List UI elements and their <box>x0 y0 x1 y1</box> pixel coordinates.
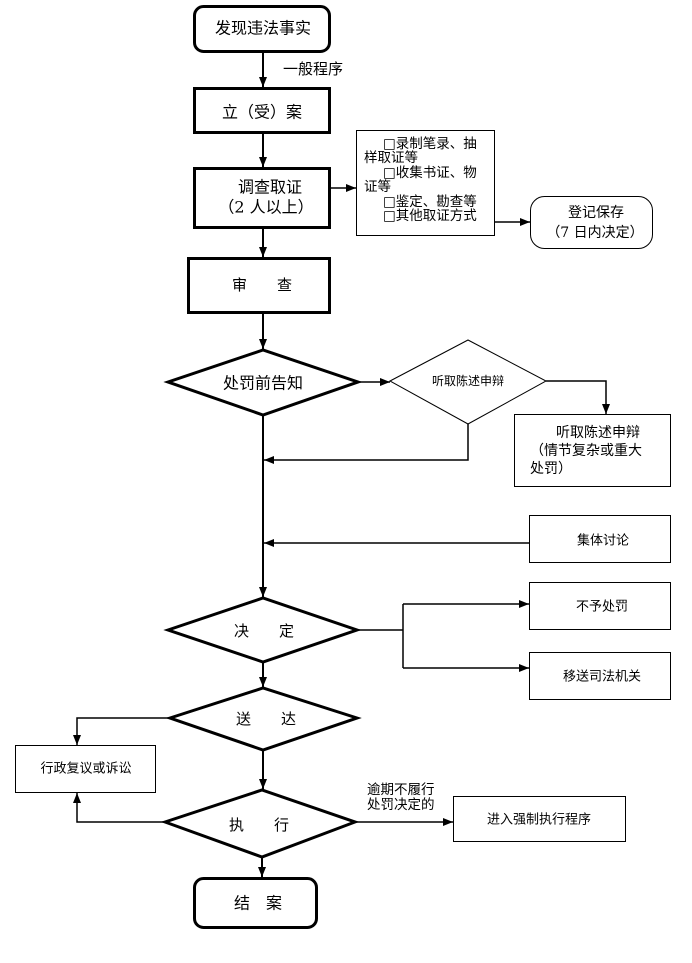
hear-statement-detail-line-1: 听取陈述申辩 <box>556 424 640 441</box>
collective-discussion-label: 集体讨论 <box>577 533 629 549</box>
discover-facts-label: 发现违法事实 <box>215 19 311 38</box>
node-transfer-judicial: 移送司法机关 <box>529 652 671 700</box>
register-preserve-label-line-1: 登记保存 <box>568 205 624 221</box>
node-register-preserve: 登记保存 （7 日内决定） <box>530 196 653 249</box>
node-enforce: 进入强制执行程序 <box>453 796 626 842</box>
transfer-judicial-label: 移送司法机关 <box>563 670 641 685</box>
node-investigate: 调查取证 （2 人以上） <box>193 167 331 229</box>
node-pre-penalty-notice: 处罚前告知 <box>163 348 363 417</box>
evidence-method-line-1: □录制笔录、抽 <box>383 136 477 152</box>
arrow-hear-statement-back-to-main <box>264 424 469 464</box>
node-file-case: 立（受）案 <box>193 87 331 134</box>
node-execute: 执 行 <box>160 788 360 859</box>
evidence-method-line-5: □鉴定、勘查等 <box>383 193 477 210</box>
investigate-label-line-2: （2 人以上） <box>218 198 313 217</box>
label-overdue-line-1: 逾期不履行 <box>367 782 435 798</box>
transfer-judicial-box <box>529 652 671 700</box>
hear-statement-detail-line-3: 处罚） <box>530 461 572 477</box>
hear-statement-detail-box <box>514 414 671 487</box>
file-case-label: 立（受）案 <box>222 103 302 122</box>
deliver-diamond <box>165 686 362 752</box>
label-general-procedure: 一般程序 <box>283 60 343 78</box>
evidence-methods-box <box>356 130 495 236</box>
node-collective-discussion: 集体讨论 <box>529 515 671 563</box>
node-hear-statement: 听取陈述申辩 <box>388 339 548 425</box>
investigate-box <box>193 167 331 229</box>
review-litigation-box <box>15 745 156 793</box>
hear-statement-detail-line-2: （情节复杂或重大 <box>530 442 642 459</box>
node-review-litigation: 行政复议或诉讼 <box>15 745 156 793</box>
review-litigation-label: 行政复议或诉讼 <box>40 762 131 777</box>
evidence-method-line-4: 证等 <box>364 178 391 195</box>
register-preserve-box <box>530 196 653 249</box>
label-overdue-line-2: 处罚决定的 <box>367 797 435 813</box>
edge-labels: 一般程序 逾期不履行 处罚决定的 <box>283 60 435 813</box>
execute-label: 执 行 <box>229 816 289 834</box>
execute-diamond <box>160 788 360 859</box>
pre-penalty-notice-label: 处罚前告知 <box>223 374 303 393</box>
node-review: 审 查 <box>187 257 331 314</box>
close-case-label: 结 案 <box>234 894 282 913</box>
evidence-method-line-2: 样取证等 <box>364 149 418 166</box>
arrow-execute-to-review-litigation <box>73 793 165 823</box>
node-hear-statement-detail: 听取陈述申辩 （情节复杂或重大 处罚） <box>514 414 671 487</box>
evidence-method-line-3: □收集书证、物 <box>383 165 477 181</box>
no-penalty-label: 不予处罚 <box>576 600 628 615</box>
node-close-case: 结 案 <box>193 877 318 929</box>
investigate-label-line-1: 调查取证 <box>238 178 302 197</box>
decision-label: 决 定 <box>234 622 294 640</box>
pre-penalty-notice-diamond <box>163 348 363 417</box>
connectors <box>73 53 610 877</box>
arrow-hear-statement-to-detail <box>546 380 610 414</box>
node-deliver: 送 达 <box>165 686 362 752</box>
review-label: 审 查 <box>232 276 292 294</box>
evidence-method-line-6: □其他取证方式 <box>383 208 477 224</box>
deliver-label: 送 达 <box>236 710 296 728</box>
node-discover-facts: 发现违法事实 <box>193 5 331 53</box>
close-case-box <box>193 877 318 929</box>
register-preserve-label-line-2: （7 日内决定） <box>546 225 643 241</box>
review-box <box>187 257 331 314</box>
discover-facts-box <box>193 5 331 53</box>
enforce-label: 进入强制执行程序 <box>487 813 591 828</box>
no-penalty-box <box>529 582 671 630</box>
enforce-box <box>453 796 626 842</box>
node-decision: 决 定 <box>163 596 362 664</box>
arrow-deliver-to-review-litigation <box>73 717 170 745</box>
node-no-penalty: 不予处罚 <box>529 582 671 630</box>
node-evidence-methods: □录制笔录、抽 样取证等 □收集书证、物 证等 □鉴定、勘查等 □其他取证方式 <box>356 130 495 236</box>
collective-discussion-box <box>529 515 671 563</box>
hear-statement-label: 听取陈述申辩 <box>432 373 504 388</box>
file-case-box <box>193 87 331 134</box>
